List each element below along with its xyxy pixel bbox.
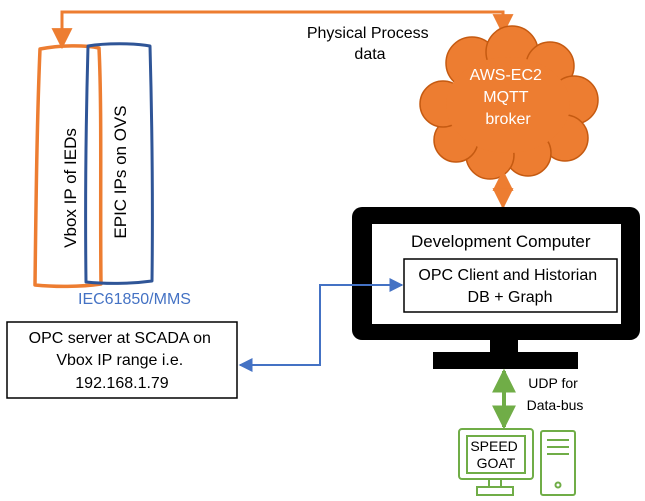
- iec61850-label: IEC61850/MMS: [78, 291, 191, 308]
- epic-ips-box: [84, 42, 154, 285]
- speedgoat-computer-icon: [458, 428, 576, 496]
- development-computer-label: Development Computer: [411, 232, 591, 251]
- physical-process-link: [51, 10, 514, 50]
- opc-link: [238, 278, 404, 372]
- epic-ips-label: EPIC IPs on OVS: [111, 105, 130, 238]
- physical-process-label: Physical Process data: [307, 25, 433, 63]
- opc-client-label: OPC Client and Historian DB + Graph: [418, 267, 601, 306]
- broker-label: AWS-EC2 MQTT broker: [470, 67, 547, 128]
- aws-mqtt-cloud: [419, 25, 599, 180]
- vbox-ied-label: Vbox IP of IEDs: [61, 128, 80, 248]
- udp-label: UDP for Data-bus: [527, 375, 584, 413]
- speedgoat-label: SPEED GOAT: [470, 438, 521, 471]
- opc-server-label: OPC server at SCADA on Vbox IP range i.e…: [29, 330, 216, 392]
- opc-server-box: [6, 321, 238, 399]
- opc-client-box: [403, 258, 618, 313]
